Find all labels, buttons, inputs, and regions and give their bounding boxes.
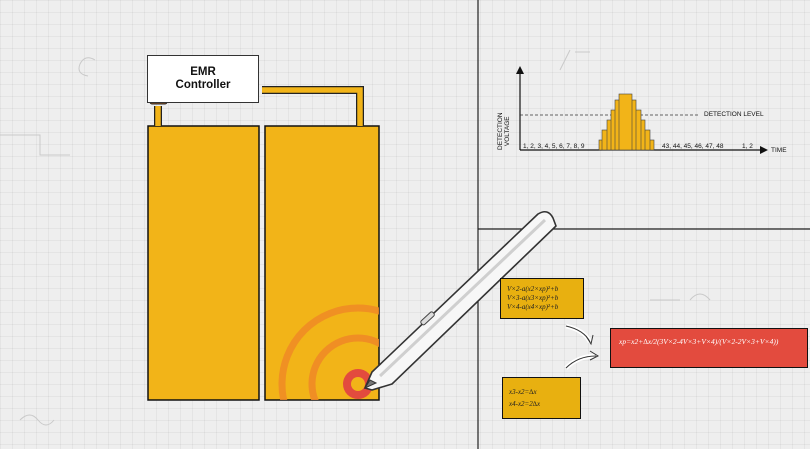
controller-line2: Controller xyxy=(175,79,231,91)
eq-line: V×2-a(x2×xp)²+b xyxy=(507,285,559,293)
sensor-panel-left xyxy=(147,125,260,401)
detection-chart xyxy=(516,66,768,154)
tick-labels-right: 43, 44, 45, 46, 47, 48 xyxy=(662,143,724,150)
detection-bars xyxy=(598,93,655,151)
eq-line: V×3-a(x3×xp)²+b xyxy=(507,294,559,302)
stylus-button xyxy=(420,311,435,326)
eq-line: x4-x2=2∆x xyxy=(509,400,541,408)
emr-controller: EMR Controller xyxy=(147,55,259,103)
y-axis-label: DETECTION VOLTAGE xyxy=(497,112,511,150)
detection-level-label: DETECTION LEVEL xyxy=(704,111,764,118)
tick-labels-left: 1, 2, 3, 4, 5, 6, 7, 8, 9 xyxy=(523,143,585,150)
eq-line: x3-x2=∆x xyxy=(509,388,537,396)
result-equation: xp=x2+∆x/2(3V×2-4V×3+V×4)/(V×2-2V×3+V×4)… xyxy=(610,328,808,368)
equation-box-delta: x3-x2=∆x x4-x2=2∆x xyxy=(502,377,581,419)
time-label: TIME xyxy=(771,147,787,154)
touch-point-inner xyxy=(351,377,365,391)
background-sketches xyxy=(0,49,711,426)
histogram-bar xyxy=(618,93,633,151)
connector-wire-outline xyxy=(262,86,364,126)
controller-line1: EMR xyxy=(190,66,216,78)
connector-wire xyxy=(262,87,363,126)
signal-rings xyxy=(278,304,379,400)
equation-box-voltages: V×2-a(x2×xp)²+b V×3-a(x3×xp)²+b V×4-a(x4… xyxy=(500,278,584,319)
eq-line: V×4-a(x4×xp)²+b xyxy=(507,303,559,311)
tick-labels-wrap: 1, 2 xyxy=(742,143,753,150)
